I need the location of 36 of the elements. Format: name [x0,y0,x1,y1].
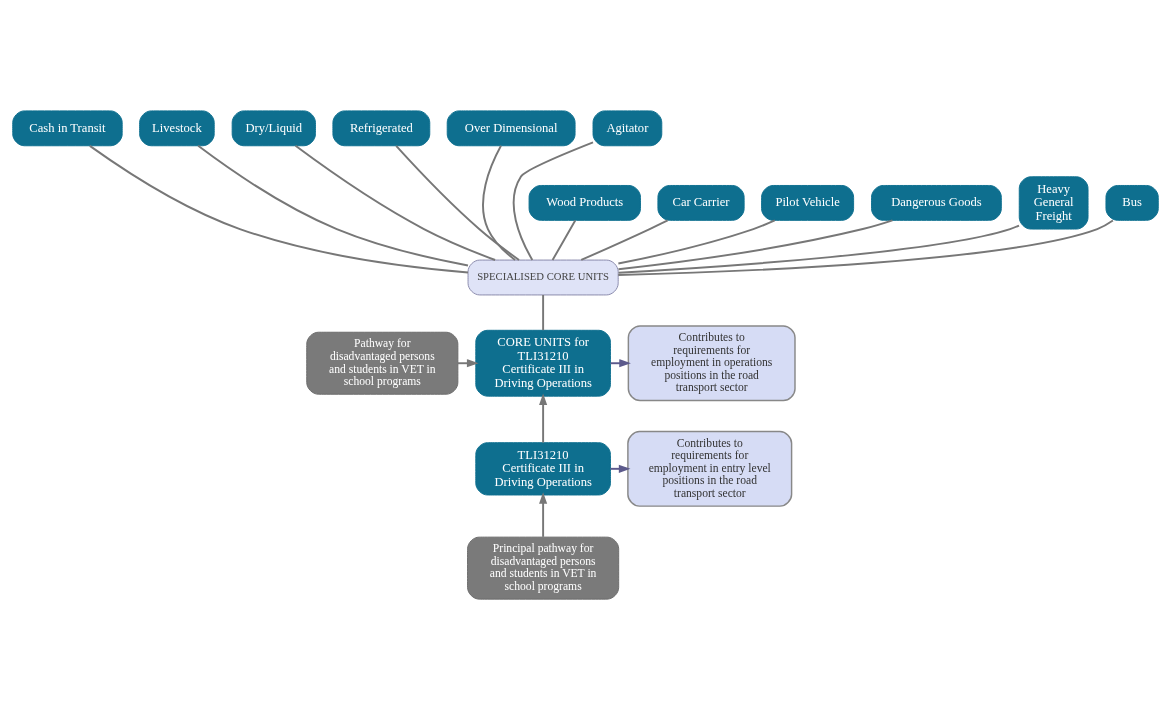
node-box: Livestock [139,110,215,147]
node-box: Car Carrier [657,185,745,221]
node-box: Dangerous Goods [871,185,1002,221]
node-box: Contributes to requirements for employment in operations positions in the road transport sector [627,325,796,402]
connector [617,219,894,271]
arrow [539,492,548,538]
arrow [539,393,548,444]
node-box: Principal pathway for disadvantaged persons and students in VET in school programs [467,536,620,600]
arrow [609,464,631,473]
node-box: Contributes to requirements for employment in entry level positions in the road transport sector [627,430,793,507]
node-box: CORE UNITS for TLI31210 Certificate III in Driving Operations [475,329,611,397]
node-box: Pathway for disadvantaged persons and students in VET in school programs [306,331,459,395]
connector [197,144,469,267]
connector [294,144,497,261]
connector [395,145,520,261]
node-box: Refrigerated [332,110,431,147]
node-box: Pilot Vehicle [761,185,855,221]
node-box: Cash in Transit [12,110,123,147]
node-box: TLI31210 Certificate III in Driving Operations [475,442,611,496]
node-box: Agitator [592,110,663,147]
connector [551,219,577,261]
node-box: Dry/Liquid [231,110,316,147]
connector [617,219,1114,276]
arrow [457,359,479,368]
node-box: Heavy General Freight [1018,176,1089,230]
connector [542,294,545,332]
connector [88,144,469,274]
connector [482,144,517,261]
node-box: SPECIALISED CORE UNITS [467,259,619,296]
node-box: Bus [1105,185,1159,221]
node-box: Over Dimensional [446,110,576,147]
connector [617,224,1020,274]
node-box: Wood Products [528,185,641,221]
connector [617,219,776,265]
connector [580,219,669,261]
connector [512,141,594,261]
